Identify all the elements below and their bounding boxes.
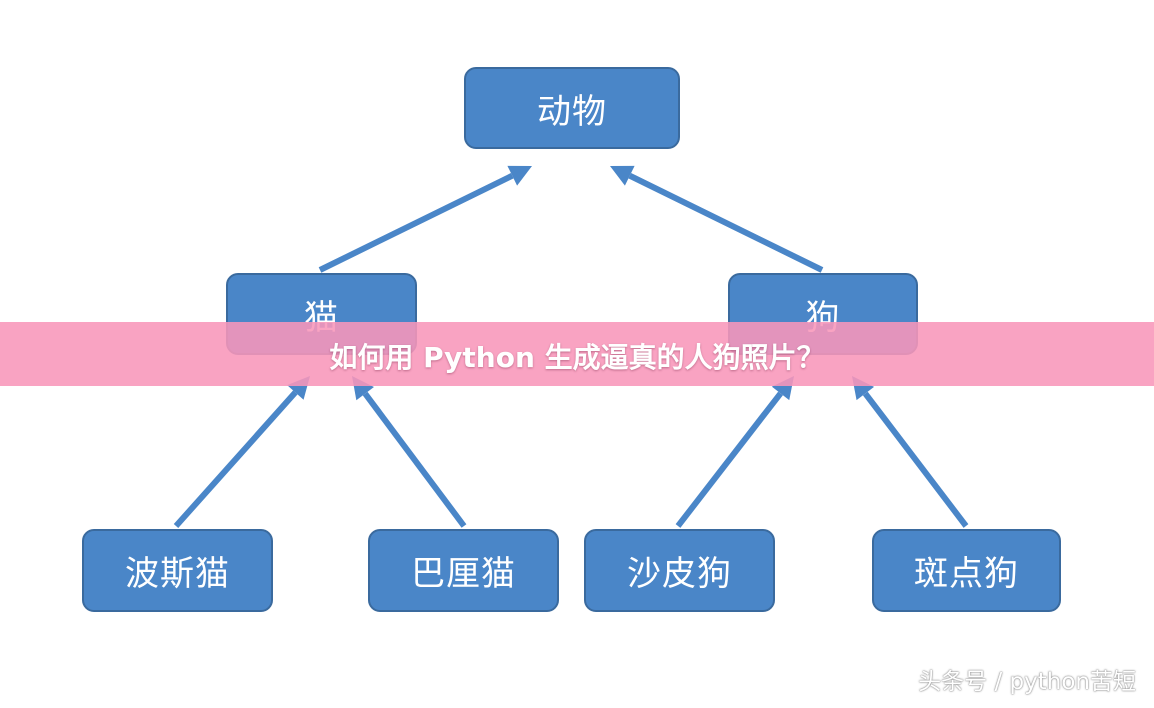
node-sharpei-dog: 沙皮狗 (584, 529, 775, 612)
banner-title: 如何用 Python 生成逼真的人狗照片？ (329, 341, 825, 374)
arrow-shaft (173, 390, 298, 528)
arrow-shaft (675, 391, 783, 528)
node-animal: 动物 (464, 67, 680, 149)
arrow-dog-to-root (610, 165, 824, 273)
arrow-persian-to-cat (173, 376, 310, 528)
arrow-shaft (318, 172, 514, 273)
arrow-sharpei-to-dog (675, 376, 794, 528)
arrow-shaft (362, 391, 467, 528)
node-persian-cat: 波斯猫 (82, 529, 273, 612)
node-balinese-cat: 巴厘猫 (368, 529, 559, 612)
arrowhead-icon (610, 165, 635, 186)
title-banner: 如何用 Python 生成逼真的人狗照片？ (0, 322, 1154, 386)
arrow-dalmatian-to-dog (852, 376, 969, 528)
arrow-cat-to-root (318, 165, 532, 273)
watermark: 头条号 / python苦短 (918, 669, 1136, 695)
arrow-shaft (628, 172, 824, 273)
arrowhead-icon (507, 165, 532, 186)
node-dalmatian-dog: 斑点狗 (872, 529, 1061, 612)
arrow-shaft (862, 391, 969, 528)
arrow-garfield-to-cat (352, 376, 467, 528)
